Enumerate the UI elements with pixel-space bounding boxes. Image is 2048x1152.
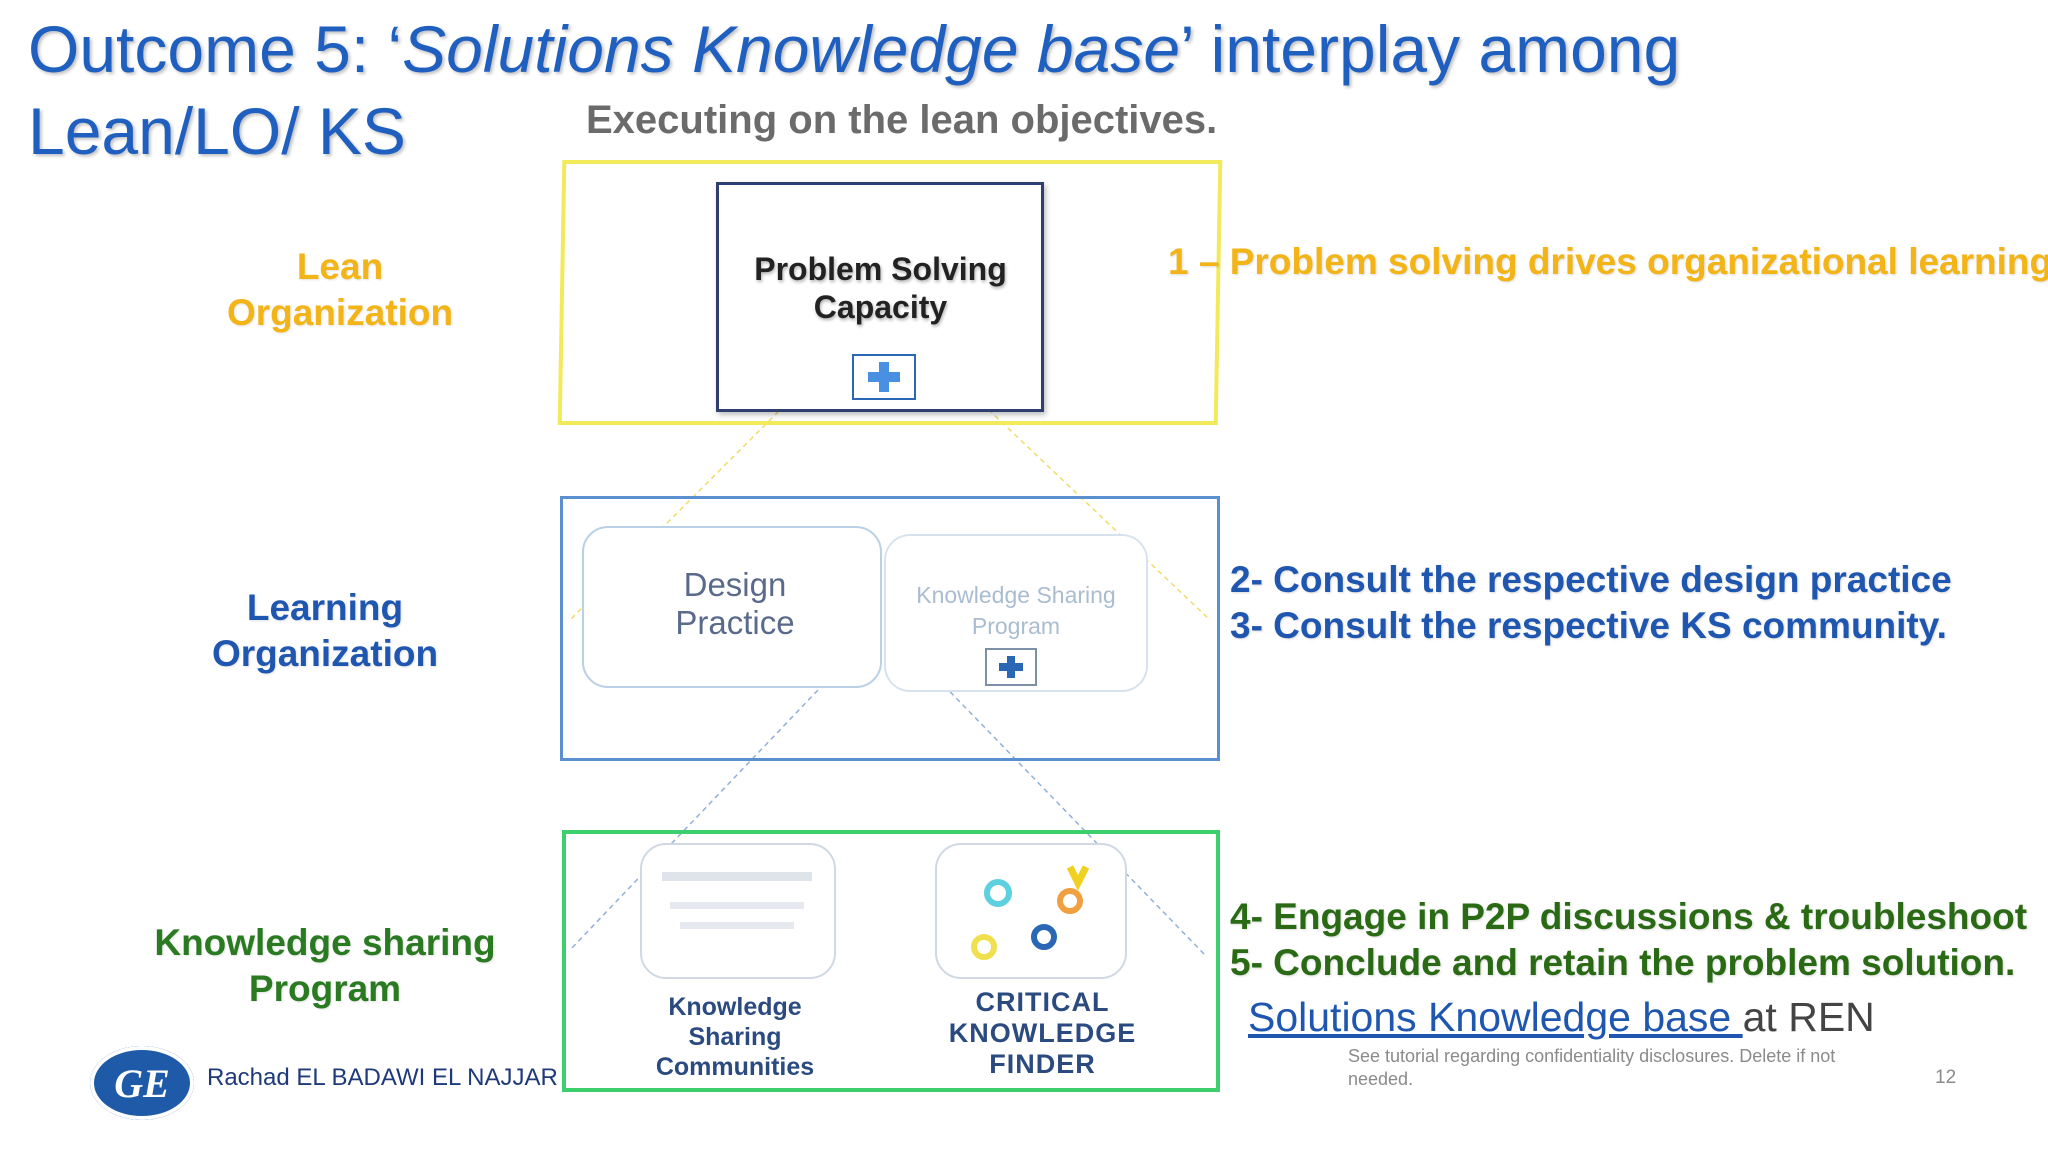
blurred-tile-content bbox=[662, 872, 812, 929]
step-2: 2- Consult the respective design practic… bbox=[1230, 559, 1952, 600]
step-3: 3- Consult the respective KS community. bbox=[1230, 605, 1947, 646]
title-line-2: Lean/LO/ KS bbox=[28, 94, 406, 168]
learning-frame bbox=[560, 496, 1220, 761]
step-1: 1 – Problem solving drives organizationa… bbox=[1168, 241, 2048, 282]
ks-communities-label: Knowledge Sharing Communities bbox=[655, 993, 815, 1081]
plus-icon-ks-program bbox=[985, 648, 1037, 686]
title-suffix: ’ interplay among bbox=[1180, 12, 1681, 86]
step-4: 4- Engage in P2P discussions & troublesh… bbox=[1230, 896, 2028, 937]
slide-subtitle: Executing on the lean objectives. bbox=[586, 98, 1218, 142]
plus-icon-psc bbox=[852, 354, 916, 400]
slide-title: Outcome 5: ‘Solutions Knowledge base’ in… bbox=[28, 8, 1680, 172]
design-practice-box[interactable] bbox=[582, 526, 882, 688]
solutions-kb-link[interactable]: Solutions Knowledge base bbox=[1248, 994, 1743, 1040]
page-number: 12 bbox=[1935, 1067, 1957, 1088]
ge-logo: GE bbox=[90, 1046, 194, 1120]
critical-knowledge-finder-tile[interactable] bbox=[935, 843, 1127, 979]
design-practice-label: Design Practice bbox=[675, 566, 795, 641]
author-name: Rachad EL BADAWI EL NAJJAR bbox=[207, 1064, 558, 1091]
step-5: 5- Conclude and retain the problem solut… bbox=[1230, 942, 2016, 983]
confidentiality-note: See tutorial regarding confidentiality d… bbox=[1348, 1046, 1836, 1089]
knowledge-sharing-frame bbox=[562, 830, 1220, 1092]
label-learning-organization: Learning Organization bbox=[211, 587, 439, 674]
problem-solving-capacity-label: Problem Solving Capacity bbox=[754, 251, 1007, 325]
solutions-kb-link-line: Solutions Knowledge base at REN bbox=[1248, 994, 1875, 1041]
finder-circles-icon bbox=[971, 865, 1090, 960]
ks-communities-tile[interactable] bbox=[640, 843, 836, 979]
critical-knowledge-finder-label: CRITICAL KNOWLEDGE FINDER bbox=[948, 987, 1137, 1079]
title-italic: Solutions Knowledge base bbox=[402, 12, 1181, 86]
label-knowledge-sharing-program: Knowledge sharing Program bbox=[154, 922, 496, 1009]
knowledge-sharing-program-label: Knowledge Sharing Program bbox=[916, 582, 1116, 639]
label-lean-organization: Lean Organization bbox=[226, 246, 454, 333]
title-prefix: Outcome 5: ‘ bbox=[28, 12, 403, 86]
link-suffix: at REN bbox=[1742, 994, 1875, 1040]
